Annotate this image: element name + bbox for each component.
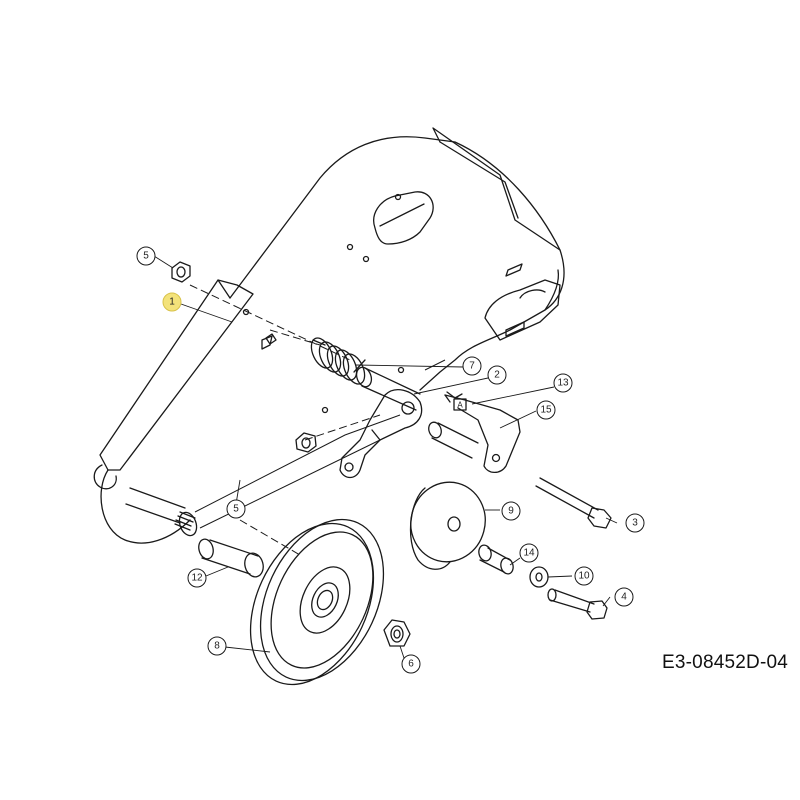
washer-10 <box>529 566 549 588</box>
callout-c15: 15 <box>536 400 556 420</box>
callout-circle <box>536 400 556 420</box>
callout-circle <box>136 246 156 266</box>
spacer-14 <box>478 544 514 575</box>
callout-circle <box>625 513 645 533</box>
callout-c12: 12 <box>187 568 207 588</box>
callout-label: 7 <box>469 361 475 372</box>
callout-circle <box>462 356 482 376</box>
callout-c5b: 5 <box>226 499 246 519</box>
callout-c2: 2 <box>487 365 507 385</box>
assembly-lines <box>189 284 381 556</box>
hook-marker <box>446 391 467 411</box>
nut-5-upper <box>171 261 191 283</box>
callout-c9: 9 <box>501 501 521 521</box>
callout-c1: 1 <box>162 292 182 312</box>
pivot-shaft <box>125 487 198 537</box>
roll-pin <box>265 333 277 345</box>
torsion-spring <box>310 337 366 385</box>
callout-label: 8 <box>214 641 220 652</box>
leader-lines <box>153 255 618 659</box>
callout-circle <box>162 292 182 312</box>
callout-c6: 6 <box>401 654 421 674</box>
idler-arm <box>339 389 423 479</box>
nut-6 <box>383 619 411 647</box>
callout-label: 4 <box>621 592 627 603</box>
hook-marker-label: A <box>457 401 463 410</box>
callout-label: 14 <box>523 548 535 559</box>
callout-circle <box>487 365 507 385</box>
callout-circle <box>553 373 573 393</box>
callout-c13: 13 <box>553 373 573 393</box>
callout-c8: 8 <box>207 636 227 656</box>
callout-circle <box>401 654 421 674</box>
callout-circle <box>501 501 521 521</box>
pivot-sleeve <box>355 366 421 411</box>
callout-c14: 14 <box>519 543 539 563</box>
callout-circle <box>207 636 227 656</box>
callout-label: 2 <box>494 370 500 381</box>
callout-label: 12 <box>191 573 203 584</box>
callout-circle <box>614 587 634 607</box>
callout-label: 9 <box>508 506 514 517</box>
callout-c3: 3 <box>625 513 645 533</box>
callout-label: 3 <box>632 518 638 529</box>
mounting-plate <box>93 127 565 544</box>
callout-label: 1 <box>169 297 175 308</box>
callout-c10: 10 <box>574 566 594 586</box>
drawing-code: E3-08452D-04 <box>662 652 788 673</box>
callout-label: 5 <box>143 251 149 262</box>
callout-c7: 7 <box>462 356 482 376</box>
callout-label: 13 <box>557 378 569 389</box>
spacer-12 <box>198 538 264 578</box>
callout-c5a: 5 <box>136 246 156 266</box>
bracket-15 <box>428 394 521 474</box>
callout-circle <box>519 543 539 563</box>
bolt-4 <box>547 588 608 620</box>
nut-5-lower <box>295 432 317 453</box>
callout-label: 6 <box>408 659 414 670</box>
callout-label: 5 <box>233 504 239 515</box>
callout-label: 15 <box>540 405 552 416</box>
callout-c4: 4 <box>614 587 634 607</box>
callout-circle <box>226 499 246 519</box>
callout-label: 10 <box>578 571 590 582</box>
callout-circle <box>574 566 594 586</box>
idler-pulley-9 <box>409 481 486 570</box>
pulley-8 <box>249 518 385 686</box>
bolt-3 <box>535 477 612 529</box>
callout-circle <box>187 568 207 588</box>
